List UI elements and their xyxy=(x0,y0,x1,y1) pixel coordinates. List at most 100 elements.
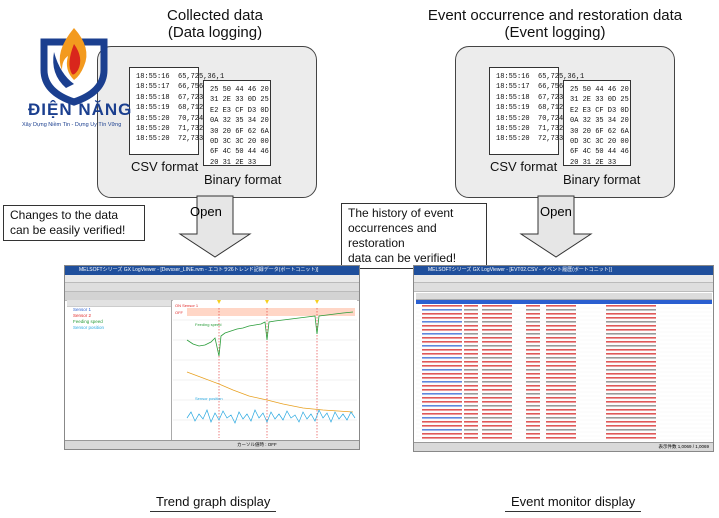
event-row-cell xyxy=(422,437,462,439)
event-row-cell xyxy=(422,393,462,395)
event-row-cell xyxy=(546,429,576,431)
trend-graph-window: MELSOFTシリーズ GX LogViewer - [Devsser_LINE… xyxy=(64,265,360,450)
legend-item-feeding-speed[interactable]: Feeding speed xyxy=(73,319,103,324)
event-row-cell xyxy=(526,349,540,351)
event-row-cell xyxy=(606,313,656,315)
event-row-cell xyxy=(422,353,462,355)
event-row-cell xyxy=(606,321,656,323)
event-row-cell xyxy=(526,433,540,435)
event-row-cell xyxy=(546,409,576,411)
event-row-cell xyxy=(546,421,576,423)
flame-shield-icon xyxy=(40,28,108,106)
event-table-header xyxy=(416,293,712,300)
event-row-cell xyxy=(546,381,576,383)
logo-name: ĐIỆN NĂNG xyxy=(28,100,133,119)
event-row-cell xyxy=(482,437,512,439)
sensor-position-line xyxy=(186,409,356,424)
event-row-cell xyxy=(422,341,462,343)
event-row-cell xyxy=(546,413,576,415)
event-row-cell xyxy=(464,377,478,379)
event-window-statusbar: 表示件数 1,0069 / 1,0069 xyxy=(414,442,713,451)
event-row-cell xyxy=(464,309,478,311)
event-row-cell xyxy=(546,317,576,319)
event-row-cell xyxy=(526,333,540,335)
company-logo: ĐIỆN NĂNG Xây Dựng Niềm Tin - Dựng Uy Tí… xyxy=(4,22,152,144)
event-row-cell xyxy=(606,421,656,423)
event-row-cell xyxy=(422,421,462,423)
event-row-cell xyxy=(546,385,576,387)
event-row-cell xyxy=(546,345,576,347)
event-row-cell xyxy=(422,433,462,435)
event-row-cell xyxy=(526,405,540,407)
event-row-cell xyxy=(482,349,512,351)
event-row-cell xyxy=(526,389,540,391)
plot-label-sensor-position: Sensor position xyxy=(195,396,223,401)
event-row-cell xyxy=(464,321,478,323)
event-row-cell xyxy=(546,425,576,427)
event-row-cell xyxy=(464,317,478,319)
event-row-cell xyxy=(482,425,512,427)
event-row-cell xyxy=(526,373,540,375)
event-row-cell xyxy=(482,377,512,379)
event-row-cell xyxy=(482,333,512,335)
event-row-cell xyxy=(482,433,512,435)
event-row-cell xyxy=(464,329,478,331)
event-row-cell xyxy=(464,437,478,439)
event-row-cell xyxy=(606,437,656,439)
event-row-cell xyxy=(606,357,656,359)
event-row-cell xyxy=(482,341,512,343)
event-row-cell xyxy=(422,313,462,315)
feeding-speed-line xyxy=(186,311,354,357)
event-table-selected-row[interactable] xyxy=(416,300,712,304)
legend-item-sensor-1[interactable]: Sensor 1 xyxy=(73,307,92,312)
event-row-cell xyxy=(606,425,656,427)
event-row-cell xyxy=(482,421,512,423)
legend-item-sensor-position[interactable]: Sensor position xyxy=(73,325,105,330)
event-row-cell xyxy=(526,425,540,427)
event-row-cell xyxy=(464,361,478,363)
event-row-cell xyxy=(546,397,576,399)
event-row-cell xyxy=(606,341,656,343)
event-row-cell xyxy=(606,325,656,327)
left-csv-document: 18:55:16 65,725,36,1 18:55:17 66,756,36,… xyxy=(129,67,224,155)
event-row-cell xyxy=(422,357,462,359)
event-row-cell xyxy=(464,417,478,419)
event-row-cell xyxy=(526,337,540,339)
event-row-cell xyxy=(546,405,576,407)
event-row-cell xyxy=(422,309,462,311)
event-row-cell xyxy=(482,329,512,331)
event-row-cell xyxy=(606,305,656,307)
event-row-cell xyxy=(422,429,462,431)
left-open-label: Open xyxy=(190,204,222,219)
event-row-cell xyxy=(422,329,462,331)
event-row-cell xyxy=(422,409,462,411)
trend-window-menubar xyxy=(65,275,359,283)
event-row-cell xyxy=(422,385,462,387)
event-row-cell xyxy=(464,353,478,355)
event-row-cell xyxy=(546,417,576,419)
event-row-cell xyxy=(422,401,462,403)
event-row-cell xyxy=(464,401,478,403)
event-row-cell xyxy=(606,353,656,355)
right-binary-document: 25 50 44 46 20 31 2E 33 0D 25 E2 E3 CF D… xyxy=(563,80,631,167)
event-row-cell xyxy=(606,433,656,435)
left-title-line1: Collected data xyxy=(167,7,263,24)
plot-label-on: ON Sensor 1 xyxy=(175,303,199,308)
event-row-cell xyxy=(482,353,512,355)
legend-item-sensor-2[interactable]: Sensor 2 xyxy=(73,313,92,318)
event-row-cell xyxy=(606,401,656,403)
event-row-cell xyxy=(526,309,540,311)
event-row-cell xyxy=(464,413,478,415)
event-window-titlebar: MELSOFTシリーズ GX LogViewer - [EVT02.CSV - … xyxy=(414,266,713,275)
event-row-cell xyxy=(464,381,478,383)
event-row-cell xyxy=(422,417,462,419)
event-row-cell xyxy=(422,345,462,347)
event-row-cell xyxy=(422,381,462,383)
event-row-cell xyxy=(546,361,576,363)
event-row-cell xyxy=(526,429,540,431)
left-caption: Trend graph display xyxy=(150,494,277,512)
event-row-cell xyxy=(464,405,478,407)
event-row-cell xyxy=(546,433,576,435)
event-row-cell xyxy=(546,305,576,307)
event-row-cell xyxy=(464,421,478,423)
